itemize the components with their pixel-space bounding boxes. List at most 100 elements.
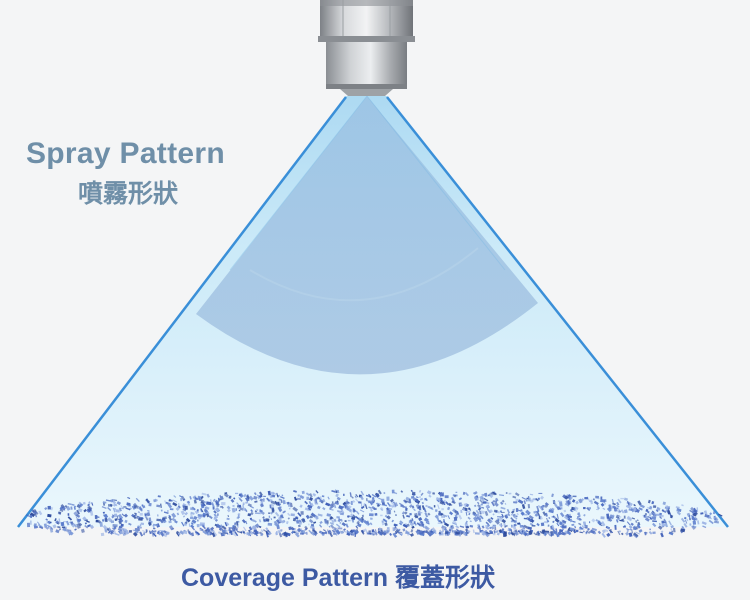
droplet [619,519,625,522]
droplet [258,525,262,529]
droplet [426,531,433,537]
droplet [336,489,340,493]
droplet [386,496,390,501]
droplet [536,522,540,527]
droplet [546,517,548,520]
droplet [209,527,214,533]
droplet [467,516,471,520]
droplet [616,517,621,521]
droplet [298,520,303,525]
droplet [91,502,94,506]
droplet [368,530,372,534]
droplet [411,518,414,522]
droplet [347,505,352,509]
droplet [501,511,505,513]
droplet [190,524,195,529]
droplet [237,520,240,523]
droplet [38,510,43,516]
droplet [191,519,197,524]
droplet [525,509,531,516]
droplet [268,515,271,518]
droplet [620,532,624,536]
droplet [259,503,264,508]
droplet [475,516,482,521]
droplet [454,509,459,516]
droplet [155,523,161,528]
droplet [517,509,522,512]
droplet [115,509,120,513]
droplet [451,496,455,502]
droplet [669,514,674,519]
droplet [88,501,91,505]
droplet [647,499,651,504]
droplet [87,524,91,528]
droplet [246,532,252,536]
droplet [254,520,257,523]
droplet [270,518,273,521]
droplet [718,513,723,517]
droplet [630,522,634,526]
droplet [276,531,278,535]
droplet [587,530,591,534]
droplet [584,526,587,529]
droplet [364,504,368,510]
droplet [380,514,383,517]
droplet [196,531,201,536]
droplet [73,505,76,508]
droplet [415,530,420,535]
droplet [415,496,419,499]
droplet [616,504,620,508]
droplet [517,522,521,525]
droplet [494,502,499,507]
droplet [80,528,85,534]
droplet [61,505,66,511]
droplet [389,498,394,503]
droplet [226,508,231,513]
droplet [456,529,461,533]
droplet [336,531,341,535]
droplet [156,518,161,522]
droplet [337,527,343,530]
droplet [340,508,345,514]
droplet [238,509,241,512]
droplet [112,507,116,513]
droplet [111,515,114,519]
droplet [519,529,523,534]
droplet [484,524,489,528]
droplet [537,505,543,510]
droplet [99,521,103,527]
droplet [124,519,128,524]
droplet [406,515,411,518]
droplet [119,531,124,535]
droplet [162,533,168,538]
droplet [691,525,696,530]
droplet [427,520,430,524]
droplet [306,496,310,500]
droplet [247,503,252,507]
droplet [441,516,446,518]
droplet [391,489,395,494]
droplet [200,501,205,505]
droplet [574,525,577,529]
droplet [565,530,568,533]
droplet [71,503,75,506]
droplet [333,503,337,509]
droplet [379,532,383,536]
droplet [184,523,188,527]
droplet [593,531,597,535]
droplet [256,531,260,535]
droplet [254,500,258,503]
droplet [273,516,276,519]
droplet [544,521,549,524]
droplet [157,495,161,498]
droplet [635,531,641,535]
droplet [547,524,550,527]
droplet [382,503,388,507]
droplet [409,512,412,516]
droplet [376,504,380,508]
droplet [515,498,519,502]
droplet [322,507,326,511]
droplet [448,528,452,532]
droplet [202,525,206,530]
droplet [235,508,237,511]
